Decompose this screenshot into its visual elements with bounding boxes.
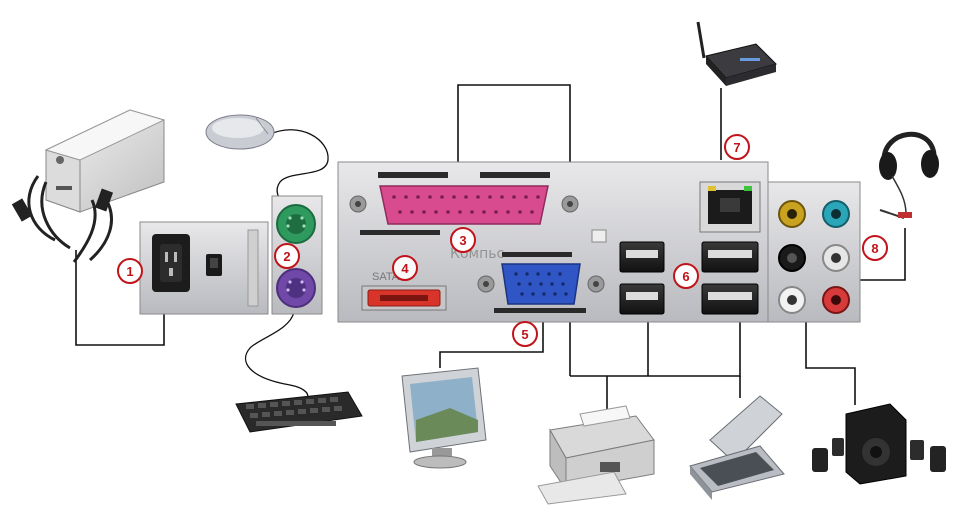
marker-label-7: 7 (733, 140, 740, 155)
cable-mouse (267, 129, 329, 206)
usb-port-3[interactable] (701, 241, 759, 273)
callout-marker-3: 3 (450, 227, 476, 253)
keyboard-device (235, 391, 363, 433)
ups-device (11, 109, 166, 263)
callout-marker-2: 2 (274, 243, 300, 269)
mouse-device (205, 114, 275, 150)
marker-label-5: 5 (521, 327, 528, 342)
audio-panel (767, 181, 861, 323)
cable-keyboard (244, 311, 309, 401)
callout-marker-8: 8 (862, 235, 888, 261)
scanner-device (689, 395, 785, 500)
vga-port[interactable] (477, 263, 605, 305)
power-supply-panel (139, 221, 269, 315)
io-panel: SATA (337, 161, 769, 323)
marker-label-2: 2 (283, 249, 290, 264)
marker-label-8: 8 (871, 241, 878, 256)
callout-marker-7: 7 (724, 134, 750, 160)
cable-vga (439, 312, 544, 368)
monitor-device (401, 367, 487, 469)
cable-ups-power (75, 250, 165, 346)
cable-usb-bus (570, 320, 741, 377)
speakers-device (812, 403, 946, 485)
marker-label-1: 1 (126, 264, 133, 279)
usb-port-1[interactable] (619, 241, 665, 273)
callout-marker-6: 6 (673, 263, 699, 289)
callout-marker-5: 5 (512, 321, 538, 347)
esata-label: SATA (372, 271, 400, 283)
cable-speakers (805, 318, 856, 405)
marker-label-4: 4 (401, 261, 409, 276)
printer-device (537, 405, 655, 505)
esata-port[interactable] (361, 285, 447, 311)
cable-headphones (860, 228, 906, 281)
usb-port-2[interactable] (619, 283, 665, 315)
usb-port-4[interactable] (701, 283, 759, 315)
headphones-device (879, 131, 939, 219)
modem-device (696, 21, 777, 86)
marker-label-3: 3 (459, 233, 466, 248)
callout-marker-1: 1 (117, 258, 143, 284)
callout-marker-4: 4 (392, 255, 418, 281)
ethernet-port[interactable] (699, 181, 761, 233)
ps2-ports (271, 195, 323, 315)
marker-label-6: 6 (682, 269, 689, 284)
parallel-port[interactable] (349, 185, 579, 225)
